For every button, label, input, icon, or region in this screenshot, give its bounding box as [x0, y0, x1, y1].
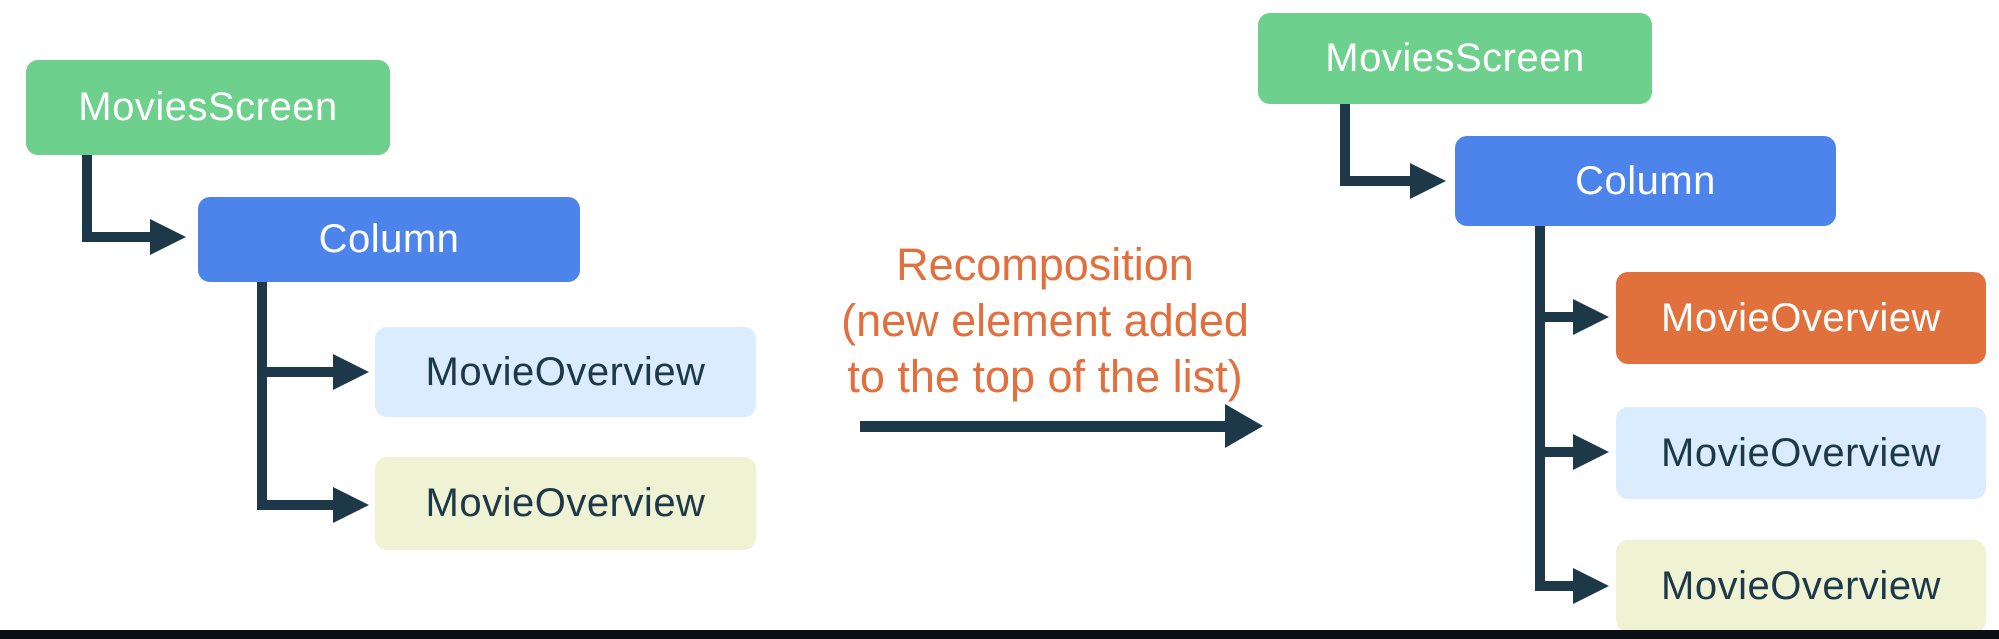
connector-line: [1535, 447, 1573, 457]
node-label: Column: [1575, 158, 1716, 203]
node-label: MovieOverview: [425, 481, 706, 525]
node-movie-overview-after-2: MovieOverview: [1616, 540, 1986, 632]
node-movie-overview-before-2: MovieOverview: [375, 457, 756, 550]
bottom-divider: [0, 630, 1999, 639]
node-label: Column: [318, 217, 460, 261]
annotation-line-1: Recomposition: [896, 239, 1194, 290]
annotation-line-2: (new element added: [841, 295, 1249, 346]
connector-line: [1535, 312, 1573, 322]
node-label: MoviesScreen: [78, 85, 338, 129]
node-label: MoviesScreen: [1325, 36, 1585, 80]
transition-arrow-shaft: [860, 421, 1225, 432]
node-label: MovieOverview: [1661, 430, 1941, 475]
node-movie-overview-before-1: MovieOverview: [375, 327, 756, 417]
recomposition-annotation: Recomposition (new element added to the …: [795, 237, 1295, 405]
annotation-line-3: to the top of the list): [847, 351, 1243, 402]
connector-line: [257, 500, 333, 510]
transition-arrow-head-icon: [1225, 404, 1263, 448]
node-label: MovieOverview: [425, 349, 706, 394]
connector-line: [257, 282, 267, 510]
arrow-head-icon: [1410, 163, 1446, 199]
arrow-head-icon: [333, 487, 369, 523]
node-movies-screen-after: MoviesScreen: [1258, 13, 1652, 104]
connector-line: [82, 232, 150, 242]
node-label: MovieOverview: [1661, 563, 1941, 608]
node-column-after: Column: [1455, 136, 1836, 226]
node-movie-overview-after-new: MovieOverview: [1616, 272, 1986, 364]
node-column-before: Column: [198, 197, 580, 282]
connector-line: [82, 155, 92, 242]
connector-line: [1535, 581, 1573, 591]
arrow-head-icon: [150, 219, 186, 255]
node-movies-screen-before: MoviesScreen: [26, 60, 390, 155]
arrow-head-icon: [1573, 299, 1609, 335]
connector-line: [1340, 104, 1350, 186]
arrow-head-icon: [1573, 434, 1609, 470]
node-label: MovieOverview: [1661, 295, 1941, 340]
node-movie-overview-after-1: MovieOverview: [1616, 407, 1986, 499]
connector-line: [257, 367, 333, 377]
arrow-head-icon: [1573, 568, 1609, 604]
connector-line: [1535, 226, 1545, 591]
connector-line: [1340, 176, 1410, 186]
arrow-head-icon: [333, 354, 369, 390]
